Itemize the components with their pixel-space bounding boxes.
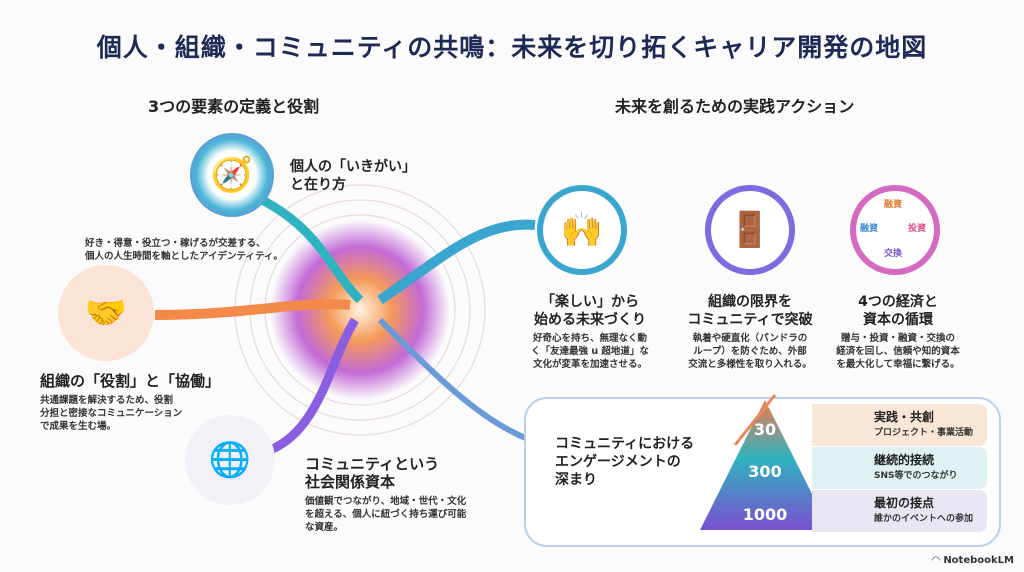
compass-icon: 🧭 bbox=[190, 133, 274, 217]
tier-label: 最初の接点 bbox=[874, 496, 935, 510]
title-line: エンゲージメントの bbox=[555, 454, 681, 470]
action-break-limits: 組織の限界をコミュニティで突破執着や硬直化（パンドラのループ）を防ぐため、外部交… bbox=[675, 293, 825, 371]
title-line: コミュニティという bbox=[305, 455, 440, 473]
central-orb bbox=[270, 220, 450, 400]
title-line: 個人の「いきがい」 bbox=[290, 159, 416, 175]
brand-name: NotebookLM bbox=[943, 555, 1014, 566]
joined-hands-icon: 🤝 bbox=[58, 265, 154, 361]
engagement-title: コミュニティにおけるエンゲージメントの深まり bbox=[555, 435, 694, 489]
action-fun: 「楽しい」から始める未来づくり好奇心を持ち、無理なく動く「友達最強 u 超地道」… bbox=[515, 293, 665, 371]
brand-logo: ◠ NotebookLM bbox=[932, 555, 1014, 566]
cycle-label: 交換 bbox=[884, 249, 903, 259]
tier-label: 継続的接続 bbox=[874, 453, 935, 467]
breakout-team-icon: 🚪 bbox=[705, 185, 795, 275]
title-line: 社会関係資本 bbox=[305, 473, 396, 491]
tier-sub: 誰かのイベントへの参加 bbox=[874, 514, 974, 524]
title-line: 深まり bbox=[555, 472, 597, 488]
desc-line: 好奇心を持ち、無理なく動 bbox=[532, 333, 647, 344]
tier-label: 実践・共創 bbox=[874, 410, 935, 424]
cycle-label: 融資 bbox=[860, 224, 879, 234]
organization-title: 組織の「役割」と「協働」 bbox=[40, 372, 221, 390]
desc-line: 贈与・投資・融資・交換の bbox=[840, 333, 955, 344]
desc-line: 価値観でつながり、地域・世代・文化 bbox=[305, 496, 467, 507]
desc-line: な資産。 bbox=[305, 522, 344, 533]
desc-line: ループ）を防ぐため、外部 bbox=[693, 346, 807, 357]
right-section-heading: 未来を創るための実践アクション bbox=[615, 97, 855, 116]
community-desc: 価値観でつながり、地域・世代・文化を超える、個人に紐づく持ち運び可能な資産。 bbox=[305, 495, 466, 534]
desc-line: 共通課題を解決するため、役割 bbox=[40, 395, 174, 406]
community-title: コミュニティという社会関係資本 bbox=[305, 455, 439, 491]
individual-title: 個人の「いきがい」と在り方 bbox=[290, 158, 416, 194]
desc-line: 経済を回し、信頼や知的資本 bbox=[836, 346, 960, 357]
left-section-heading: 3つの要素の定義と役割 bbox=[148, 97, 320, 116]
desc-line: く「友達最強 u 超地道」な bbox=[531, 346, 649, 357]
desc-line: 分担と密接なコミュニケーション bbox=[40, 408, 183, 419]
individual-desc: 好き・得意・役立つ・稼げるが交差する、個人の人生時間を軸としたアイデンティティ。 bbox=[85, 237, 283, 263]
desc-line: 執着や硬直化（パンドラの bbox=[692, 333, 808, 344]
tier-number: 30 bbox=[753, 420, 777, 439]
organization-desc: 共通課題を解決するため、役割分担と密接なコミュニケーションで成果を生む場。 bbox=[40, 394, 182, 433]
title-line: 組織の限界を bbox=[708, 294, 792, 310]
cycle-label: 投資 bbox=[908, 224, 927, 234]
title-line: と在り方 bbox=[290, 177, 346, 193]
tier-sub: プロジェクト・事業活動 bbox=[874, 428, 974, 438]
page-title: 個人・組織・コミュニティの共鳴：未来を切り拓くキャリア開発の地図 bbox=[96, 33, 928, 62]
desc-line: で成果を生む場。 bbox=[40, 421, 117, 432]
desc-line: 好き・得意・役立つ・稼げるが交差する、 bbox=[85, 238, 266, 249]
desc-line: を最大化して幸福に繋げる。 bbox=[836, 359, 960, 370]
desc-line: 個人の人生時間を軸としたアイデンティティ。 bbox=[85, 251, 283, 262]
title-line: コミュニティにおける bbox=[555, 436, 695, 452]
title-line: 「楽しい」から bbox=[541, 294, 639, 310]
desc-line: 文化が変革を加速させる。 bbox=[532, 359, 647, 370]
engagement-pyramid bbox=[700, 400, 830, 530]
tier-number: 1000 bbox=[742, 505, 788, 524]
tier-sub: SNS等でのつながり bbox=[874, 471, 958, 481]
capital-cycle-icon: 融資 投資 交換 融資 bbox=[850, 185, 940, 275]
title-line: 4つの経済と bbox=[858, 294, 938, 310]
title-line: コミュニティで突破 bbox=[687, 312, 813, 328]
title-line: 始める未来づくり bbox=[534, 312, 646, 328]
cycle-label: 融資 bbox=[884, 200, 903, 210]
tier-first-contact: 最初の接点誰かのイベントへの参加 bbox=[812, 490, 987, 532]
desc-line: 交流と多様性を取り入れる。 bbox=[688, 359, 812, 370]
title-line: 資本の循環 bbox=[863, 312, 933, 328]
network-globe-icon: 🌐 bbox=[185, 415, 275, 505]
jumping-person-icon: 🙌 bbox=[537, 185, 627, 275]
desc-line: を超える、個人に紐づく持ち運び可能 bbox=[305, 509, 467, 520]
tier-number: 300 bbox=[748, 462, 782, 481]
action-capital-cycle: 4つの経済と資本の循環贈与・投資・融資・交換の経済を回し、信頼や知的資本を最大化… bbox=[823, 293, 973, 371]
tier-continuous: 継続的接続 SNS等でのつながり bbox=[812, 447, 987, 489]
tier-practice: 実践・共創プロジェクト・事業活動 bbox=[812, 404, 987, 446]
